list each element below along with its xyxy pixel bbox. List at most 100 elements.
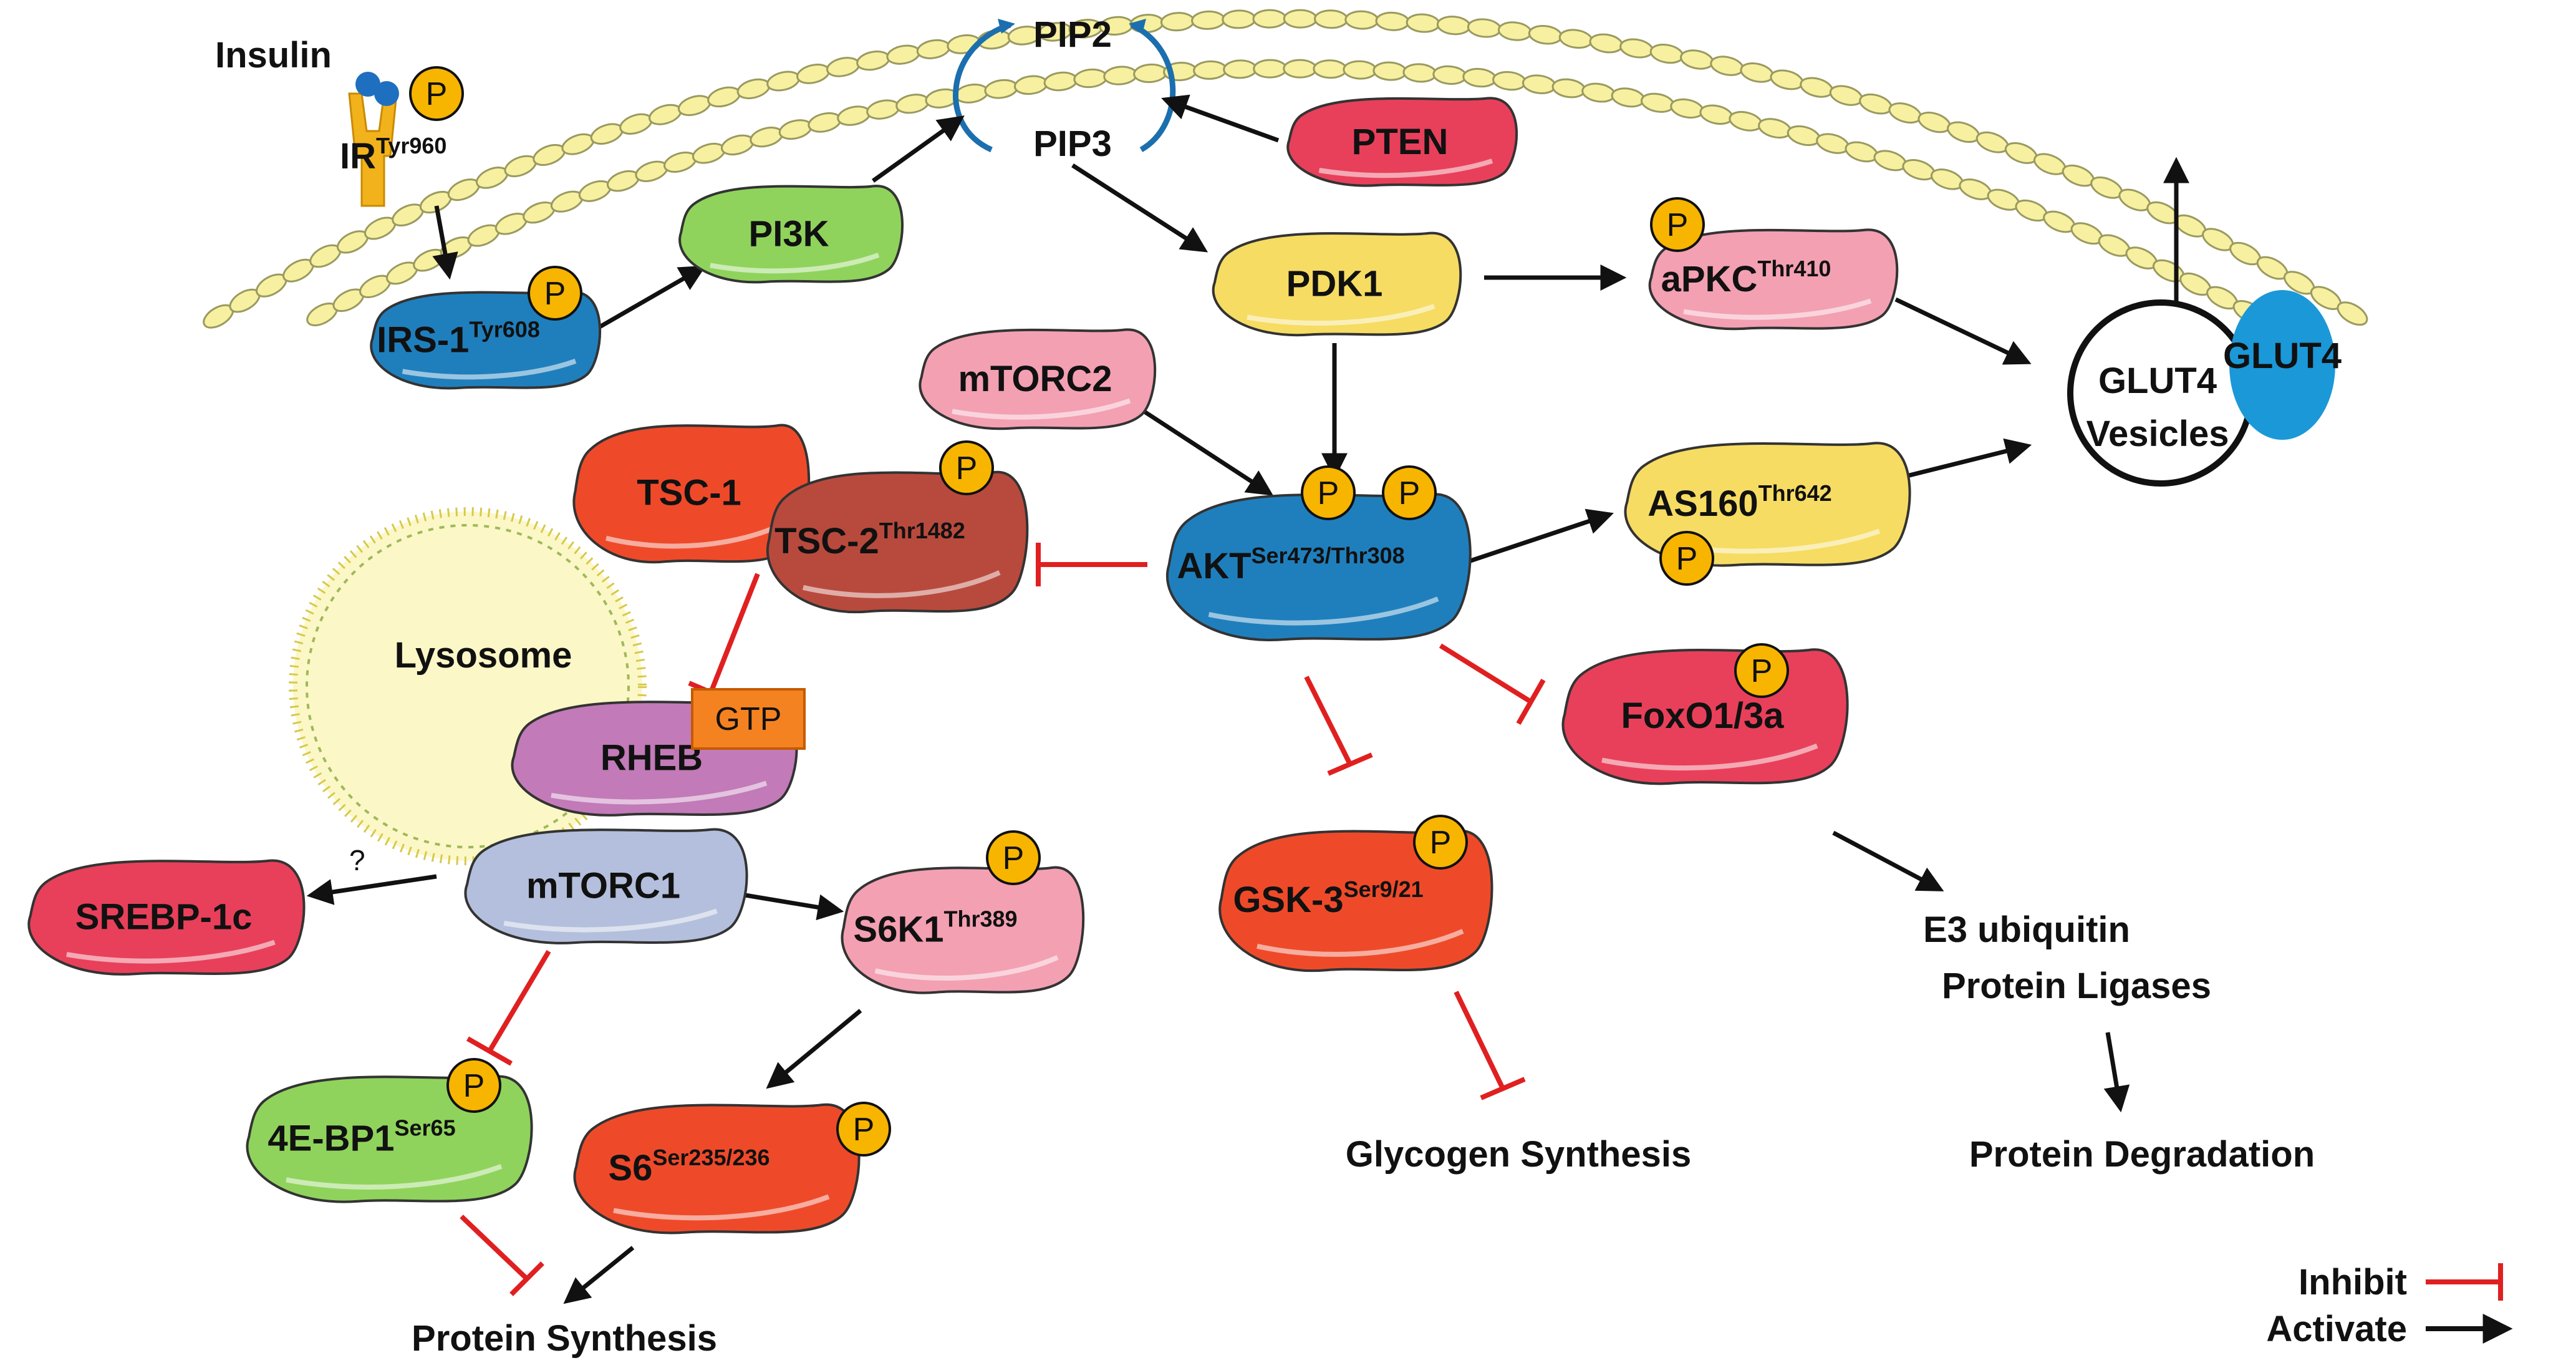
- s6-protein: S6Ser235/236 P: [573, 1102, 891, 1235]
- ebp1-site-label: Ser65: [395, 1115, 456, 1141]
- gtp-label: GTP: [715, 701, 782, 737]
- mtorc2-label: mTORC2: [958, 359, 1112, 399]
- phospho-icon: [986, 830, 1041, 885]
- foxo-label: FoxO1/3a: [1621, 696, 1784, 736]
- phospho-icon: [528, 266, 582, 321]
- phospho-label: P: [1318, 475, 1339, 512]
- phospho-icon: [1734, 643, 1789, 698]
- phospho-label: P: [1399, 475, 1421, 512]
- srebp-protein: SREBP-1c: [27, 859, 306, 976]
- svg-text:PTEN: PTEN: [1352, 122, 1449, 162]
- s6-site-label: Ser235/236: [652, 1145, 769, 1170]
- svg-text:mTORC2: mTORC2: [958, 359, 1112, 399]
- phospho-label: P: [1430, 825, 1452, 861]
- phospho-label: P: [1676, 541, 1698, 577]
- tsc2-label: TSC-2: [774, 521, 879, 561]
- svg-text:RHEB: RHEB: [601, 738, 703, 779]
- phospho-label: P: [1751, 653, 1773, 689]
- svg-text:S6Ser235/236: S6Ser235/236: [608, 1145, 769, 1188]
- phospho-icon: [446, 1058, 501, 1113]
- as160-site-label: Thr642: [1758, 480, 1832, 506]
- gtp-box: GTP: [691, 688, 806, 750]
- as160-label: AS160: [1647, 483, 1758, 524]
- phospho-icon: [1659, 531, 1714, 586]
- ir-label: IR: [340, 136, 376, 177]
- activation-arrows: [306, 94, 2189, 1304]
- free-labels: PIP2 PIP3 ? E3 ubiquitin Protein Ligases…: [349, 14, 2315, 1359]
- protein-synthesis-label: Protein Synthesis: [412, 1318, 717, 1359]
- svg-text:aPKCThr410: aPKCThr410: [1661, 256, 1831, 299]
- rheb-label: RHEB: [601, 738, 703, 779]
- legend-activate-label: Activate: [2266, 1309, 2407, 1349]
- gsk3-site-label: Ser9/21: [1344, 876, 1424, 902]
- lysosome-label: Lysosome: [395, 635, 572, 676]
- pi3k-protein: PI3K: [678, 185, 904, 284]
- phospho-label: P: [544, 276, 566, 312]
- gsk3-protein: GSK-3Ser9/21P: [1218, 815, 1493, 973]
- pten-protein: PTEN: [1286, 97, 1518, 187]
- pdk1-label: PDK1: [1286, 264, 1383, 304]
- phospho-icon: [939, 440, 994, 495]
- svg-text:mTORC1: mTORC1: [526, 866, 680, 906]
- irs1-site-label: Tyr608: [469, 317, 539, 342]
- svg-text:TSC-2Thr1482: TSC-2Thr1482: [774, 518, 965, 561]
- phospho-label: P: [1003, 840, 1025, 876]
- glut4-vesicles-label-1: GLUT4: [2098, 361, 2217, 401]
- apkc-site-label: Thr410: [1757, 256, 1831, 281]
- svg-text:IRTyr960: IRTyr960: [340, 133, 446, 177]
- tsc1-protein: TSC-1: [572, 424, 811, 564]
- mtorc2-protein: mTORC2: [919, 328, 1157, 430]
- mtorc1-protein: mTORC1: [464, 828, 748, 944]
- s6k1-protein: S6K1Thr389 P: [841, 830, 1085, 994]
- tsc1-label: TSC-1: [637, 473, 741, 513]
- phospho-icon: [1382, 465, 1437, 520]
- pip3-label: PIP3: [1033, 124, 1112, 164]
- e3-ligase-label-2: Protein Ligases: [1942, 966, 2211, 1006]
- tsc2-site-label: Thr1482: [879, 518, 965, 543]
- svg-text:PI3K: PI3K: [749, 214, 829, 255]
- phospho-label: P: [1667, 207, 1689, 243]
- s6-label: S6: [608, 1148, 652, 1188]
- phospho-label: P: [426, 76, 448, 112]
- svg-text:IRS-1Tyr608: IRS-1Tyr608: [377, 317, 540, 361]
- phospho-label: P: [853, 1112, 875, 1148]
- e3-ligase-label-1: E3 ubiquitin: [1923, 910, 2130, 950]
- ir-site-label: Tyr960: [376, 133, 446, 158]
- legend: Inhibit Activate: [2266, 1262, 2513, 1349]
- apkc-label: aPKC: [1661, 259, 1758, 299]
- unknown-link-label: ?: [349, 844, 365, 876]
- cell-membrane: [203, 9, 2368, 329]
- phospho-label: P: [956, 450, 978, 487]
- mtorc1-label: mTORC1: [526, 866, 680, 906]
- glut4-vesicle: GLUT4 Vesicles GLUT4: [2067, 290, 2342, 487]
- pip2-label: PIP2: [1033, 14, 1112, 55]
- protein-degradation-label: Protein Degradation: [1969, 1134, 2315, 1175]
- phospho-icon: [1413, 815, 1468, 870]
- glut4-label: GLUT4: [2223, 336, 2342, 376]
- tsc2-protein: TSC-2Thr1482 P: [766, 440, 1029, 614]
- svg-text:TSC-1: TSC-1: [637, 473, 741, 513]
- glut4-vesicles-label-2: Vesicles: [2086, 414, 2229, 454]
- foxo-protein: FoxO1/3a P: [1561, 643, 1849, 785]
- phospho-label: P: [463, 1068, 485, 1104]
- svg-text:FoxO1/3a: FoxO1/3a: [1621, 696, 1784, 736]
- svg-text:AS160Thr642: AS160Thr642: [1647, 480, 1831, 524]
- srebp-label: SREBP-1c: [75, 897, 253, 938]
- svg-text:GSK-3Ser9/21: GSK-3Ser9/21: [1233, 876, 1423, 920]
- gsk3-label: GSK-3: [1233, 880, 1343, 920]
- svg-text:AKTSer473/Thr308: AKTSer473/Thr308: [1177, 543, 1404, 586]
- phospho-icon: [1301, 465, 1356, 520]
- phospho-icon: [1650, 197, 1705, 252]
- svg-text:4E-BP1Ser65: 4E-BP1Ser65: [268, 1115, 455, 1159]
- svg-text:PDK1: PDK1: [1286, 264, 1383, 304]
- pi3k-label: PI3K: [749, 214, 829, 255]
- pten-label: PTEN: [1352, 122, 1449, 162]
- pip-cycle-arrows: [953, 19, 1176, 153]
- inhibition-lines: [460, 543, 1546, 1296]
- svg-text:S6K1Thr389: S6K1Thr389: [853, 906, 1017, 950]
- irs1-label: IRS-1: [377, 320, 469, 361]
- s6k1-site-label: Thr389: [944, 906, 1018, 932]
